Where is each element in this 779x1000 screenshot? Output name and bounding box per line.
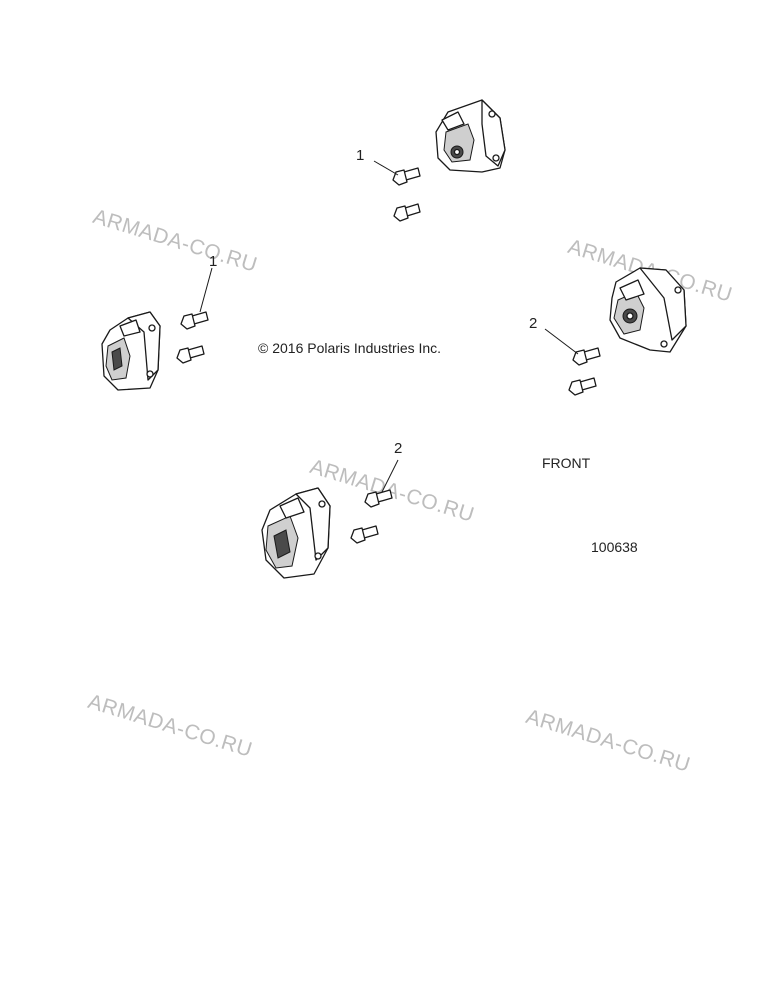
- brake-caliper-right: [609, 267, 687, 353]
- caliper-bolt-right-1: [544, 328, 601, 366]
- front-label: FRONT: [542, 455, 591, 471]
- callout-2-right: 2: [529, 315, 538, 332]
- diagram-reference-number: 100638: [591, 539, 638, 555]
- brake-caliper-bottom: [261, 487, 331, 579]
- caliper-bolt-right-2: [568, 377, 597, 396]
- caliper-bolt-left-1: [180, 267, 213, 330]
- callout-2-bottom: 2: [394, 440, 403, 457]
- caliper-bolt-top-2: [393, 203, 421, 222]
- copyright-notice: © 2016 Polaris Industries Inc.: [258, 340, 442, 356]
- caliper-bolt-left-2: [176, 345, 205, 364]
- callout-1-top: 1: [356, 147, 365, 164]
- caliper-bolt-bottom-1: [364, 459, 399, 508]
- caliper-bolt-top-1: [373, 160, 421, 186]
- callout-1-left: 1: [209, 253, 218, 270]
- brake-caliper-left: [101, 311, 161, 391]
- caliper-bolt-bottom-2: [350, 525, 379, 544]
- brake-caliper-top: [435, 99, 506, 173]
